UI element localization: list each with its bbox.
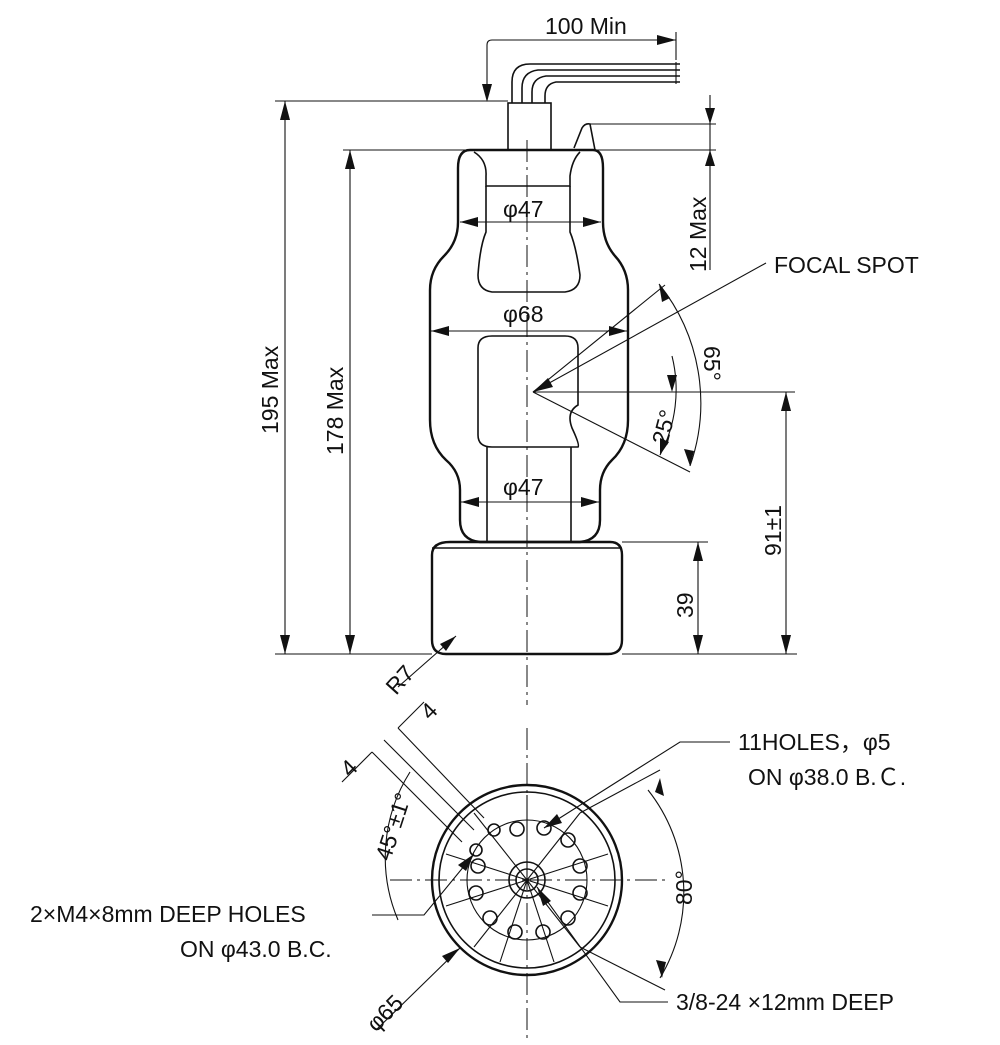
cathode-block — [477, 335, 580, 448]
hole-1 — [509, 821, 525, 837]
hole-7 — [535, 924, 551, 940]
dim-cable-length: 100 Min — [482, 13, 677, 102]
tube-top-tip — [573, 123, 596, 151]
deep-holes-label-line1: 2×M4×8mm DEEP HOLES — [30, 901, 306, 927]
dim-diagonal-offsets — [341, 701, 485, 843]
dia-upper-label: φ47 — [503, 196, 544, 222]
holes-label-line1: 11HOLES，φ5 — [738, 729, 891, 755]
anode-upper-cup — [477, 186, 581, 293]
body-height-label: 178 Max — [322, 366, 348, 455]
dim-base-dia: φ65 — [361, 947, 461, 1037]
thread-label: 3/8-24 ×12mm DEEP — [676, 989, 894, 1015]
base-radius-label: R7 — [380, 660, 419, 699]
dim-focal-height: 91±1 — [622, 392, 797, 655]
dim-overall-height: 195 Max — [257, 100, 508, 655]
holes-callout: 11HOLES，φ5 ON φ38.0 B.Ｃ. — [543, 729, 906, 829]
base-outer-circle — [430, 783, 624, 977]
overall-height-label: 195 Max — [257, 345, 283, 434]
dia-middle-label: φ68 — [503, 301, 544, 327]
hole-8 — [507, 924, 523, 940]
dia-lower-label: φ47 — [503, 474, 544, 500]
focal-spot-callout: FOCAL SPOT 65° 25° — [532, 252, 919, 473]
hole-3 — [560, 832, 576, 848]
angle-inner-label: 25° — [647, 407, 681, 447]
holes — [468, 820, 588, 940]
dim-dia-upper: φ47 — [460, 196, 601, 227]
dim-base-radius: R7 — [380, 635, 457, 699]
deep-holes-label-line2: ON φ43.0 B.C. — [180, 936, 332, 962]
m4-hole-2 — [469, 843, 483, 857]
hole-2 — [536, 820, 552, 836]
bottom-view: 4 4 45°±1° 11HOLES，φ5 ON φ38.0 B.Ｃ. 2×M4… — [30, 697, 906, 1040]
hole-5 — [572, 885, 588, 901]
dim-dia-middle: φ68 — [431, 301, 627, 336]
angle-outer-label: 65° — [699, 346, 725, 381]
focal-spot-label: FOCAL SPOT — [774, 252, 919, 278]
dim-body-height: 178 Max — [322, 149, 716, 654]
base-height-label: 39 — [672, 592, 698, 618]
dim-dia-lower: φ47 — [461, 474, 599, 507]
thread-callout: 3/8-24 ×12mm DEEP — [536, 886, 894, 1015]
dim-base-height: 39 — [622, 541, 708, 654]
angle-45-arc — [384, 771, 411, 921]
deep-holes-callout: 2×M4×8mm DEEP HOLES ON φ43.0 B.C. — [30, 853, 475, 962]
base-second-circle — [438, 791, 616, 969]
focal-height-label: 91±1 — [760, 505, 786, 556]
dim-4-right-label: 4 — [415, 697, 443, 725]
angle-80-label: 80° — [671, 870, 697, 905]
anode-upper-outline — [473, 151, 581, 187]
angle-80-dim: 80° — [579, 769, 697, 991]
hole-4 — [572, 858, 588, 874]
dim-top-offset: 12 Max — [590, 95, 716, 272]
cable-length-label: 100 Min — [545, 13, 627, 39]
m4-hole-1 — [487, 823, 501, 837]
side-view: 100 Min 195 Max 178 Max 12 Max — [257, 13, 919, 705]
holes-label-line2: ON φ38.0 B.Ｃ. — [748, 764, 906, 790]
radial-lines — [445, 795, 609, 963]
top-offset-label: 12 Max — [685, 196, 711, 272]
hole-11 — [470, 858, 486, 874]
tube-neck — [507, 102, 552, 151]
hole-10 — [468, 885, 484, 901]
hole-6 — [560, 910, 576, 926]
dim-4-left-label: 4 — [335, 754, 363, 782]
cable — [511, 62, 680, 103]
base-dia-label: φ65 — [361, 990, 408, 1037]
angle-45-label: 45°±1° — [370, 790, 416, 864]
hole-9 — [482, 910, 498, 926]
